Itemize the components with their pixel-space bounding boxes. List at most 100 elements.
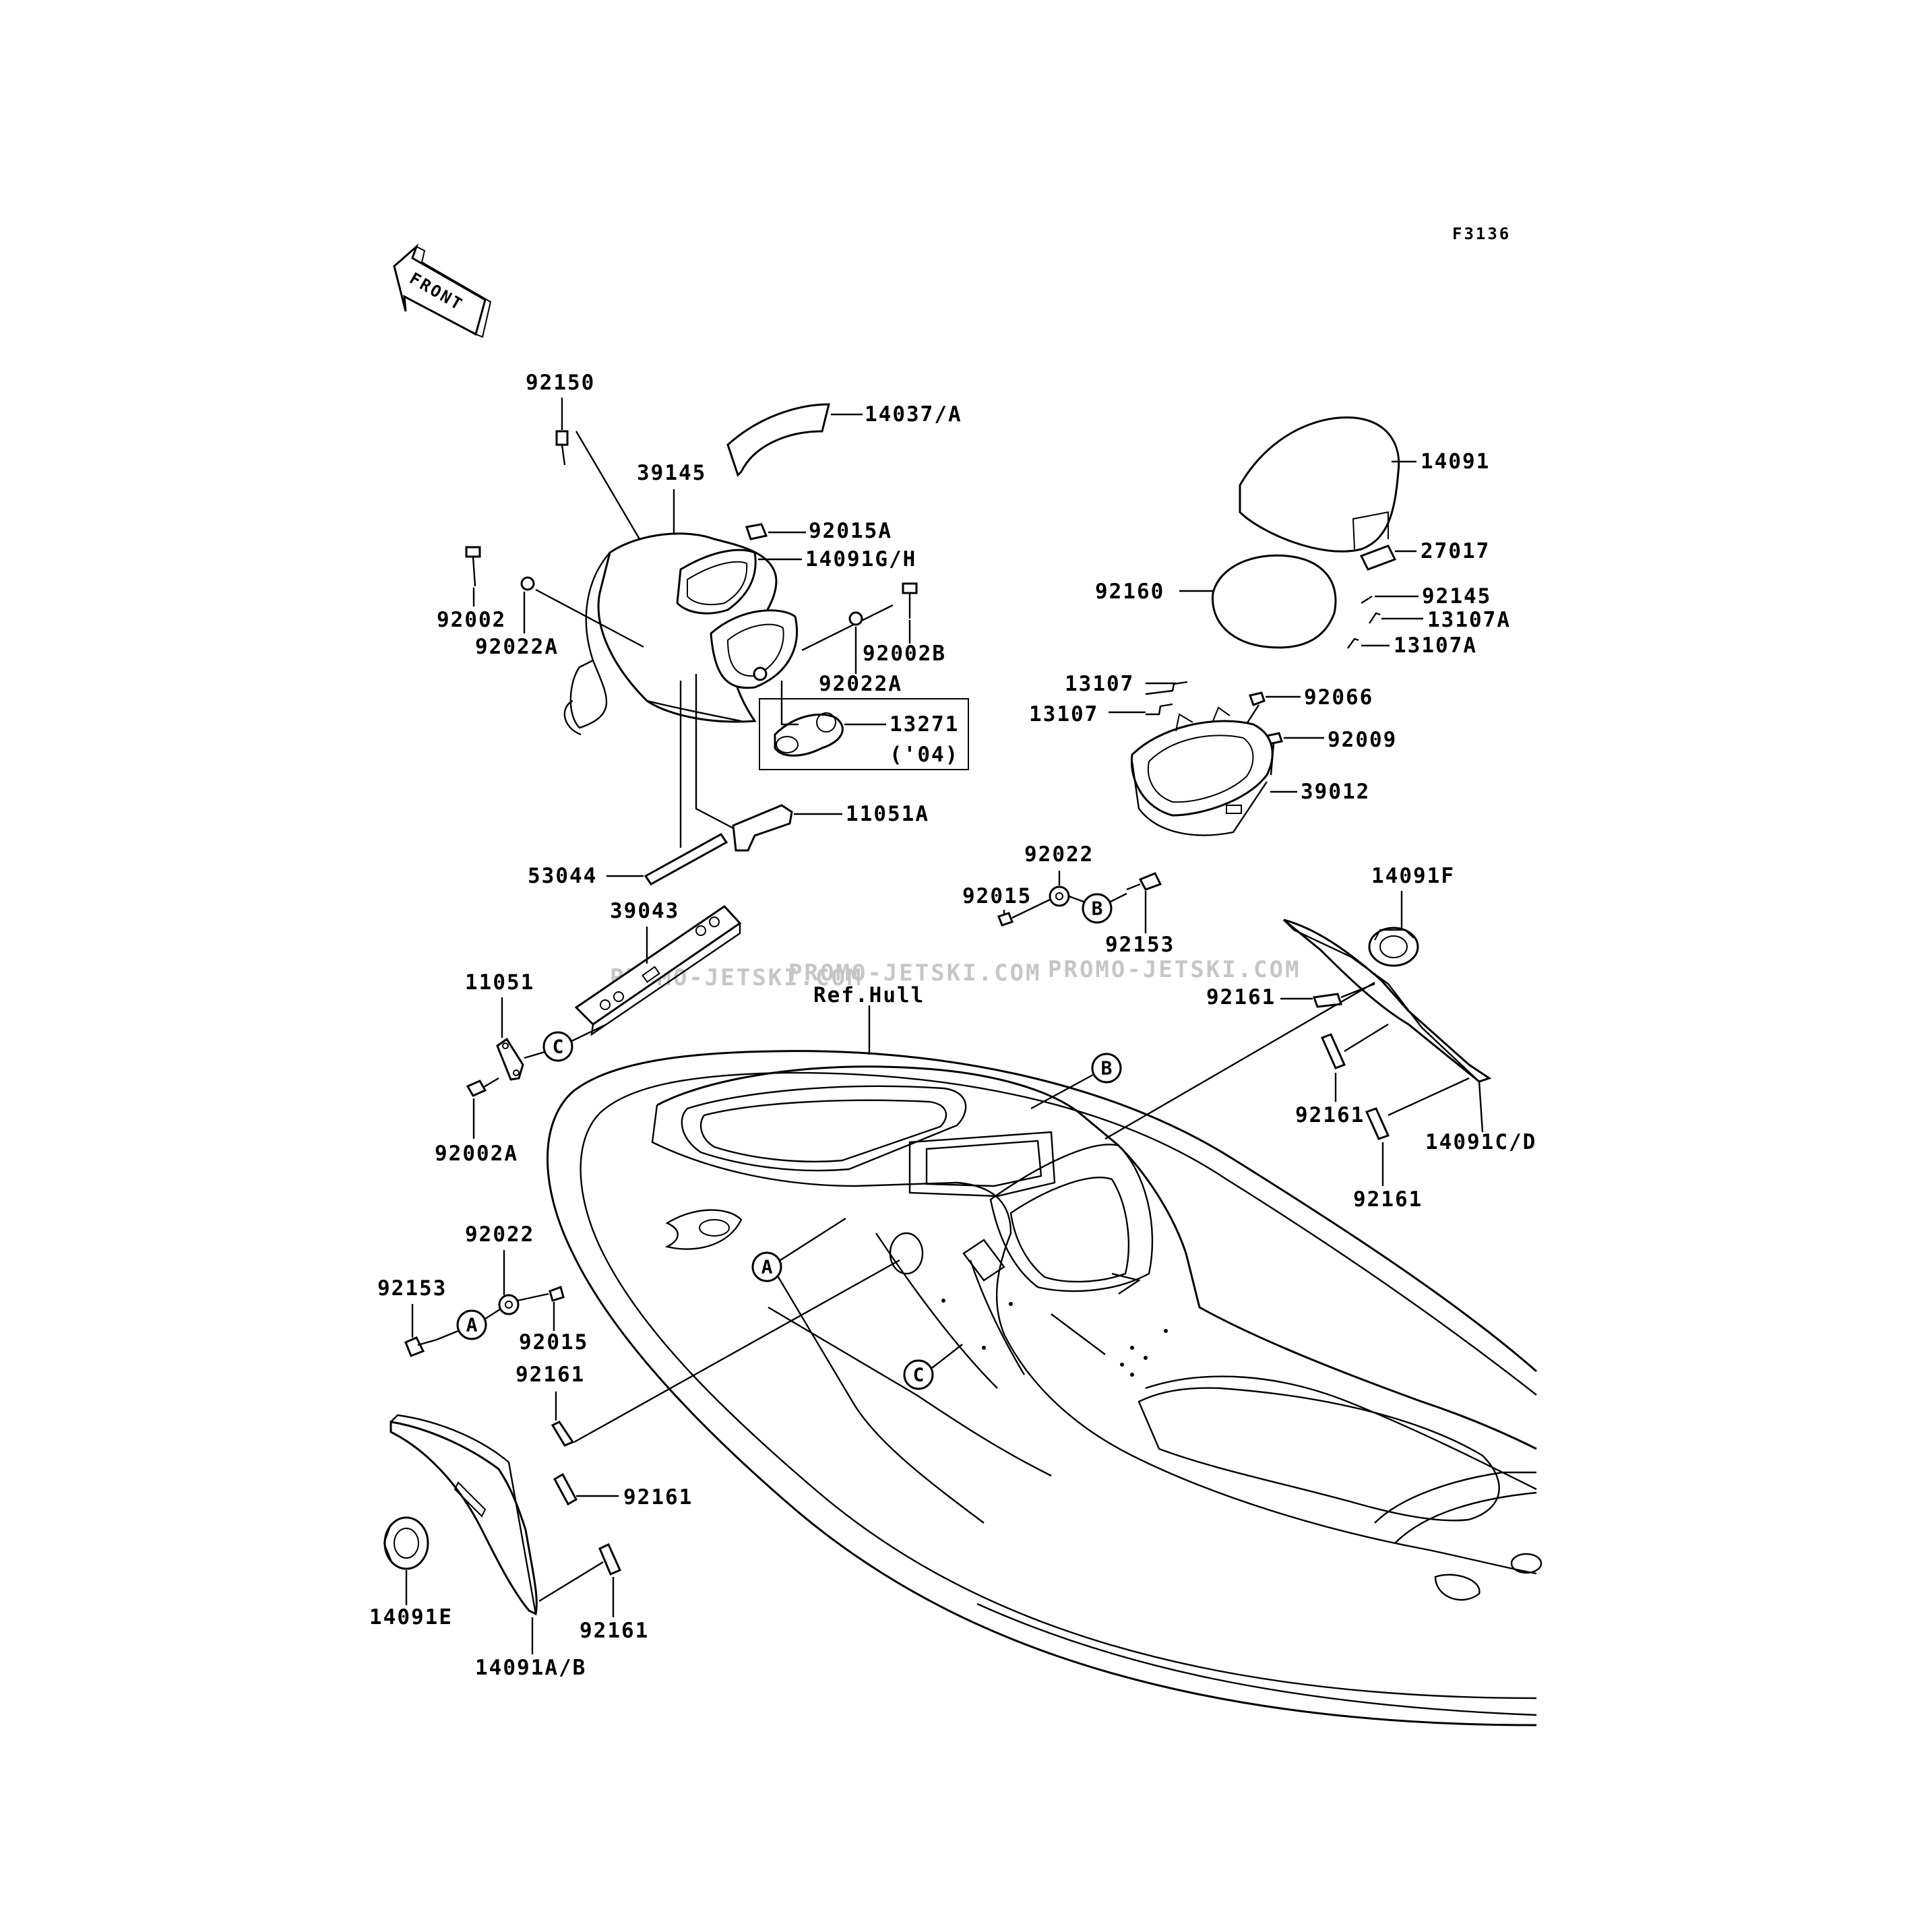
pin-13107a-2-icon xyxy=(1347,637,1359,649)
label-13271-note: ('04) xyxy=(890,743,959,767)
svg-text:C: C xyxy=(553,1036,564,1058)
seal-92160-icon xyxy=(1212,554,1337,649)
nut-92015-low-icon xyxy=(549,1286,565,1302)
label-13107-1: 13107 xyxy=(1065,672,1134,696)
plug-14091e-icon xyxy=(383,1516,429,1570)
callout-c-hull: C xyxy=(903,1359,934,1390)
pad-92161-l1-icon xyxy=(551,1421,575,1447)
storage-bin-39012-icon xyxy=(1130,706,1274,836)
bolt-92153-low-icon xyxy=(404,1336,437,1357)
label-92015-mid: 92015 xyxy=(962,884,1032,908)
label-92022-low: 92022 xyxy=(465,1222,534,1247)
svg-text:B: B xyxy=(1101,1057,1113,1080)
washer-92022-mid-icon xyxy=(1049,885,1070,907)
plug-14091f-icon xyxy=(1368,927,1419,967)
washer-92022a-right-icon xyxy=(848,611,863,626)
label-92161-l2: 92161 xyxy=(623,1485,693,1509)
rod-53044-icon xyxy=(644,833,728,885)
panel-14091ab-icon xyxy=(389,1414,538,1616)
label-92160: 92160 xyxy=(1095,580,1164,604)
pad-92161-l2-icon xyxy=(553,1472,578,1506)
label-92009: 92009 xyxy=(1328,728,1397,752)
pad-92161-l3-icon xyxy=(598,1543,621,1576)
label-92161-r2: 92161 xyxy=(1295,1103,1365,1127)
washer-92022a-left-icon xyxy=(520,576,535,591)
label-92161-r3: 92161 xyxy=(1353,1187,1423,1212)
label-92015a: 92015A xyxy=(809,519,892,543)
cover-39145-icon xyxy=(563,532,798,736)
label-92153-mid: 92153 xyxy=(1105,933,1175,957)
label-53044: 53044 xyxy=(528,864,597,888)
pin-13107a-1-icon xyxy=(1369,612,1381,624)
label-39145: 39145 xyxy=(637,461,706,485)
label-92161-l3: 92161 xyxy=(580,1619,649,1643)
pad-92161-r2-icon xyxy=(1320,1033,1346,1069)
label-14091gh: 14091G/H xyxy=(805,547,916,571)
hull-drawing xyxy=(547,1050,1543,1726)
svg-text:C: C xyxy=(913,1364,925,1386)
label-92002: 92002 xyxy=(437,608,506,632)
label-92066: 92066 xyxy=(1304,685,1373,710)
label-92161-r1: 92161 xyxy=(1206,985,1276,1009)
label-14091cd: 14091C/D xyxy=(1425,1130,1536,1154)
callout-b-mid: B xyxy=(1082,893,1113,924)
label-14091f: 14091F xyxy=(1371,864,1455,888)
label-13107a-1: 13107A xyxy=(1427,608,1511,632)
label-11051a: 11051A xyxy=(846,802,929,826)
label-13107-2: 13107 xyxy=(1029,702,1098,726)
front-arrow-icon: FRONT xyxy=(393,243,492,338)
callout-a-low: A xyxy=(456,1309,487,1340)
callout-c-upper: C xyxy=(542,1031,573,1062)
label-14091: 14091 xyxy=(1421,449,1490,474)
label-13271: 13271 xyxy=(890,712,959,737)
spring-13107-2-icon xyxy=(1146,703,1173,716)
svg-text:B: B xyxy=(1092,898,1103,920)
screw-92066-icon xyxy=(1249,691,1266,706)
bolt-92002a-icon xyxy=(466,1077,499,1097)
pad-92161-r3-icon xyxy=(1365,1107,1390,1140)
svg-text:PROMO-JETSKI.COM: PROMO-JETSKI.COM xyxy=(788,960,1042,987)
callout-b-hull: B xyxy=(1091,1053,1122,1084)
nut-92015a-icon xyxy=(745,523,768,540)
washer-92022-low-icon xyxy=(498,1294,520,1315)
label-39043: 39043 xyxy=(610,899,679,923)
label-14091ab: 14091A/B xyxy=(475,1656,586,1680)
label-92161-l1: 92161 xyxy=(516,1363,585,1387)
screw-92150-icon xyxy=(555,430,569,466)
svg-text:A: A xyxy=(761,1256,773,1278)
spring-13107-1-icon xyxy=(1145,681,1188,695)
label-11051: 11051 xyxy=(465,970,534,995)
pad-27017-icon xyxy=(1359,544,1397,571)
panel-14091cd-icon xyxy=(1283,918,1492,1083)
watermark: PROMO-JETSKI.COM PROMO-JETSKI.COM PROMO-… xyxy=(610,956,1301,991)
label-27017: 27017 xyxy=(1421,539,1490,563)
label-92022a-left: 92022A xyxy=(475,635,559,659)
label-92022a-right: 92022A xyxy=(819,672,902,696)
box-13271 xyxy=(759,698,969,770)
bracket-11051-icon xyxy=(496,1037,524,1081)
trim-14037a-icon xyxy=(726,403,830,477)
bolt-92153-mid-icon xyxy=(1126,872,1162,891)
label-14091e: 14091E xyxy=(369,1605,453,1629)
figure-code: F3136 xyxy=(1452,224,1511,243)
callout-a-hull: A xyxy=(751,1251,782,1282)
pin-92145-icon xyxy=(1361,595,1373,604)
ref-hull-label: Ref.Hull xyxy=(813,983,925,1007)
label-14037a: 14037/A xyxy=(865,402,962,427)
pad-92161-r1-icon xyxy=(1312,993,1343,1008)
label-92015-low: 92015 xyxy=(519,1330,588,1354)
nut-92015-mid-icon xyxy=(997,912,1014,927)
bolt-92002b-icon xyxy=(902,582,918,619)
label-92002b: 92002B xyxy=(863,642,946,666)
svg-text:PROMO-JETSKI.COM: PROMO-JETSKI.COM xyxy=(1048,956,1301,983)
svg-text:A: A xyxy=(466,1314,478,1336)
label-92145: 92145 xyxy=(1422,584,1491,609)
label-92002a: 92002A xyxy=(435,1142,518,1166)
label-92022-mid: 92022 xyxy=(1024,842,1094,867)
plate-13271-icon xyxy=(774,712,844,757)
label-92153-low: 92153 xyxy=(377,1276,447,1301)
label-39012: 39012 xyxy=(1301,780,1370,804)
bolt-92002-icon xyxy=(465,546,481,587)
lid-14091-icon xyxy=(1239,416,1400,553)
